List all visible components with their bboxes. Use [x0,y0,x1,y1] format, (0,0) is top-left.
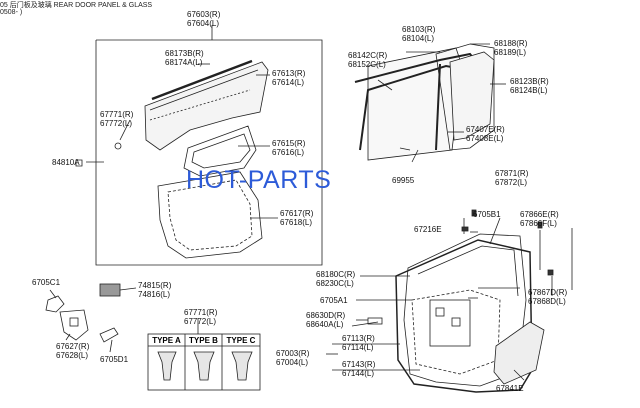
division-bar [435,63,441,151]
part-68142: 68142C(R) [348,51,388,60]
part-68152: 68152C(L) [348,60,386,69]
trim-callout-box [95,39,323,266]
clip-74815 [99,283,121,297]
header-subtitle: 0508- ) [0,9,23,16]
part-67143: 67143(R) [342,360,376,369]
outside-handle [367,317,383,325]
part-67603: 67603(R) [187,10,221,19]
part-67618: 67618(L) [280,218,313,227]
part-67604: 67604(L) [187,19,220,28]
part-68104: 68104(L) [402,34,435,43]
door-shell [403,233,527,387]
part-67613: 67613(R) [272,69,306,78]
clip-84810a [75,159,83,167]
part-67216: 67216E [414,225,442,234]
watermark: HOT-PARTS [186,166,332,194]
bracket-67627 [59,309,89,341]
part-84810: 84810A [52,158,80,167]
clip-type-a-label: TYPE A [152,336,181,345]
part-68123: 68123B(R) [510,77,549,86]
part-67114: 67114(L) [342,343,374,352]
part-67627: 67627(R) [56,342,90,351]
part-6705d1: 6705D1 [100,355,129,364]
garnish-strip [151,59,253,101]
part-67772-upper: 67772(L) [100,119,133,128]
part-67628: 67628(L) [56,351,89,360]
part-68640: 68640A(L) [306,320,344,329]
quarter-glass [449,51,495,141]
part-74815: 74815(R) [138,281,172,290]
part-67868: 67868D(L) [528,297,566,306]
part-67871: 67871(R) [495,169,529,178]
part-68188: 68188(R) [494,39,528,48]
part-67866f: 67866F(L) [520,219,557,228]
clip-type-c-label: TYPE C [226,336,256,345]
door-trim-upper [144,61,269,151]
clip-type-b-label: TYPE B [189,336,218,345]
part-68124: 68124B(L) [510,86,548,95]
part-74816: 74816(L) [138,290,171,299]
part-67771-lower: 67771(R) [184,308,218,317]
part-67614: 67614(L) [272,78,305,87]
part-67772-lower: 67772(L) [184,317,217,326]
part-68103: 68103(R) [402,25,436,34]
part-69955: 69955 [392,176,415,185]
clip-67771 [114,142,122,150]
part-6705b1: 6705B1 [473,210,501,219]
part-67841: 67841E [496,384,524,393]
bolt-6705d1 [99,327,119,343]
part-68630: 68630D(R) [306,311,346,320]
part-67616: 67616(L) [272,148,305,157]
part-6705a1: 6705A1 [320,296,348,305]
clip-type-table [147,318,261,391]
part-67144: 67144(L) [342,369,375,378]
part-67617: 67617(R) [280,209,314,218]
part-67408: 67408E(L) [466,134,504,143]
part-6705c1: 6705C1 [32,278,61,287]
header-title: 05 后门板及玻璃 REAR DOOR PANEL & GLASS [0,2,153,9]
door-handle-bezel [183,125,257,177]
part-68173: 68173B(R) [165,49,204,58]
door-trim-panel [157,171,263,259]
clip-6705c1 [45,295,65,313]
part-67004: 67004(L) [276,358,309,367]
part-68230: 68230C(L) [316,279,354,288]
part-68180: 68180C(R) [316,270,356,279]
part-67113: 67113(R) [342,334,375,343]
part-67407: 67407E(R) [466,125,505,134]
part-68189: 68189(L) [494,48,527,57]
part-67003: 67003(R) [276,349,310,358]
part-67615: 67615(R) [272,139,306,148]
part-67872: 67872(L) [495,178,528,187]
part-67771-upper: 67771(R) [100,110,134,119]
part-68174: 68174A(L) [165,58,203,67]
part-67866e: 67866E(R) [520,210,559,219]
door-weatherstrip [395,239,533,393]
door-seal-panel [493,321,545,385]
part-67867: 67867D(R) [528,288,568,297]
